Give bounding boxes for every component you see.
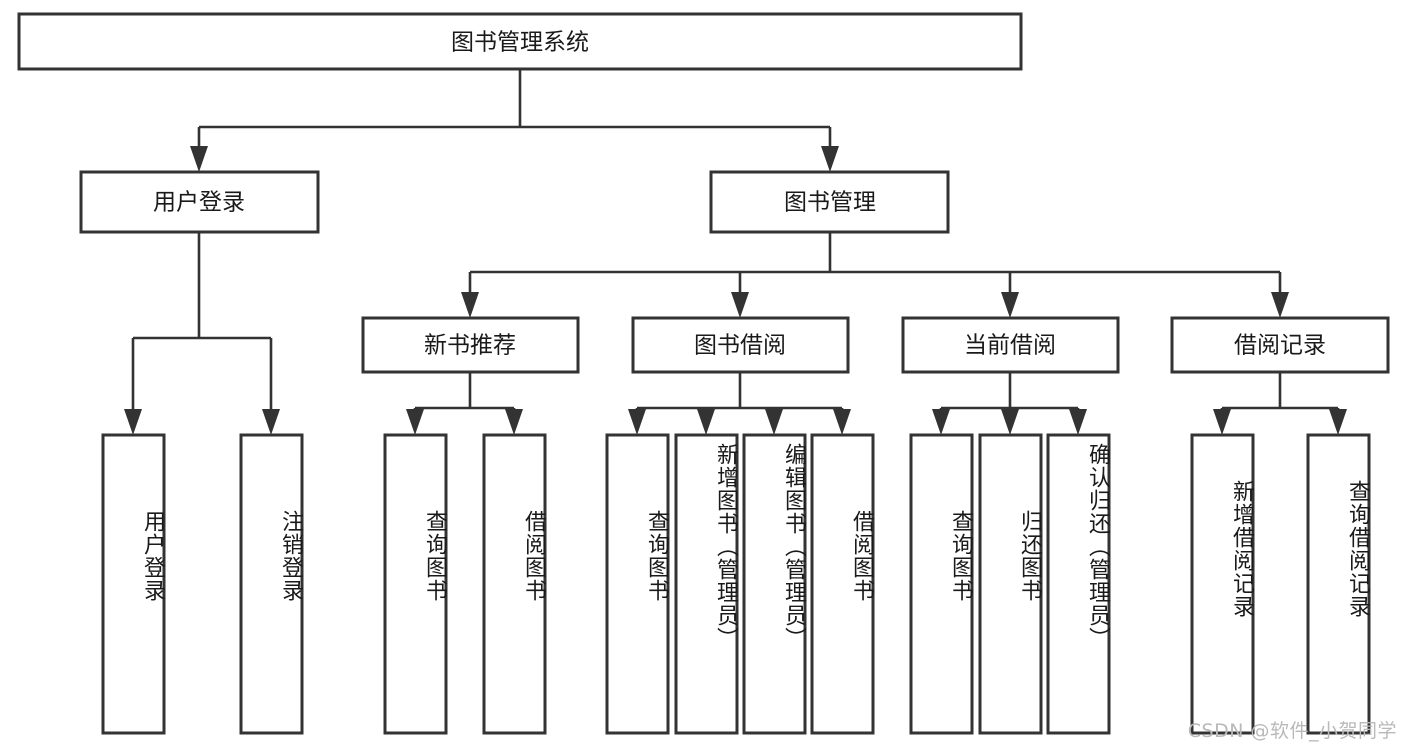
arrowhead-to-leaf-query-record bbox=[1329, 409, 1347, 435]
connectors-layer bbox=[124, 69, 1347, 435]
node-user-login-box[interactable] bbox=[79, 170, 320, 234]
node-new-book-recommend[interactable]: 新书推荐 bbox=[361, 316, 580, 374]
connector-borrow-record-bus bbox=[1220, 372, 1340, 412]
node-root-box[interactable] bbox=[17, 12, 1023, 71]
leaf-borrow-book-1-box[interactable] bbox=[482, 433, 547, 735]
node-book-management-label: 图书管理 bbox=[784, 190, 876, 216]
arrowhead-to-leaf-edit-book bbox=[765, 409, 783, 435]
leaf-edit-book-box[interactable] bbox=[742, 433, 807, 735]
node-borrow-record-label: 借阅记录 bbox=[1234, 333, 1326, 359]
arrowhead-to-user-login bbox=[190, 146, 208, 172]
arrowhead-to-leaf-logout-login bbox=[262, 409, 280, 435]
node-root[interactable]: 图书管理系统 bbox=[17, 12, 1023, 71]
connector-current-borrow-bus bbox=[939, 372, 1080, 412]
leaf-query-record-box[interactable] bbox=[1306, 433, 1371, 735]
node-borrow-record[interactable]: 借阅记录 bbox=[1170, 316, 1390, 374]
leaf-query-book-3-box[interactable] bbox=[909, 433, 974, 735]
leaf-confirm-return-box[interactable] bbox=[1046, 433, 1111, 735]
node-user-login-label: 用户登录 bbox=[153, 190, 245, 216]
node-book-management[interactable]: 图书管理 bbox=[709, 170, 950, 234]
leaf-borrow-book-2-box[interactable] bbox=[810, 433, 875, 735]
node-new-book-recommend-box[interactable] bbox=[361, 316, 580, 374]
node-root-label: 图书管理系统 bbox=[451, 30, 589, 56]
leaf-add-record-box[interactable] bbox=[1190, 433, 1255, 735]
arrowhead-to-leaf-borrow-book-1 bbox=[505, 409, 523, 435]
node-book-borrow-box[interactable] bbox=[631, 316, 850, 374]
arrowhead-to-book-borrow bbox=[731, 292, 749, 318]
leaf-add-book-box[interactable] bbox=[674, 433, 739, 735]
node-new-book-recommend-label: 新书推荐 bbox=[424, 333, 516, 359]
arrowhead-to-borrow-record bbox=[1271, 292, 1289, 318]
csdn-watermark: CSDN @软件_小贺同学 bbox=[1187, 720, 1397, 742]
arrowhead-to-leaf-query-book-1 bbox=[406, 409, 424, 435]
leaf-return-book-box[interactable] bbox=[978, 433, 1043, 735]
connector-root-bus bbox=[197, 69, 832, 148]
node-current-borrow[interactable]: 当前借阅 bbox=[901, 316, 1120, 374]
node-current-borrow-box[interactable] bbox=[901, 316, 1120, 374]
arrowhead-to-leaf-add-book bbox=[697, 409, 715, 435]
node-user-login[interactable]: 用户登录 bbox=[79, 170, 320, 234]
arrowhead-to-leaf-confirm-return bbox=[1069, 409, 1087, 435]
arrowhead-to-new-book-recommend bbox=[461, 292, 479, 318]
arrowhead-to-book-management bbox=[821, 146, 839, 172]
arrowhead-to-current-borrow bbox=[1001, 292, 1019, 318]
arrowhead-to-leaf-add-record bbox=[1213, 409, 1231, 435]
connector-new-book-recommend-bus bbox=[413, 372, 516, 412]
arrowhead-to-leaf-query-book-2 bbox=[628, 409, 646, 435]
connector-book-management-bus bbox=[468, 232, 1282, 296]
leaf-query-book-1-box[interactable] bbox=[383, 433, 448, 735]
leaf-logout-login-box[interactable] bbox=[239, 433, 304, 735]
leaf-user-login-box[interactable] bbox=[101, 433, 166, 735]
leaf-query-book-2-box[interactable] bbox=[605, 433, 670, 735]
node-book-borrow-label: 图书借阅 bbox=[694, 333, 786, 359]
node-borrow-record-box[interactable] bbox=[1170, 316, 1390, 374]
node-current-borrow-label: 当前借阅 bbox=[964, 333, 1056, 359]
arrowhead-to-leaf-user-login bbox=[124, 409, 142, 435]
leaf-boxes-layer bbox=[101, 433, 1371, 735]
arrowhead-to-leaf-return-book bbox=[1001, 409, 1019, 435]
connector-user-login-bus bbox=[131, 232, 273, 412]
node-book-management-box[interactable] bbox=[709, 170, 950, 234]
connector-book-borrow-bus bbox=[635, 372, 844, 412]
node-book-borrow[interactable]: 图书借阅 bbox=[631, 316, 850, 374]
arrowhead-to-leaf-borrow-book-2 bbox=[833, 409, 851, 435]
arrowhead-to-leaf-query-book-3 bbox=[932, 409, 950, 435]
